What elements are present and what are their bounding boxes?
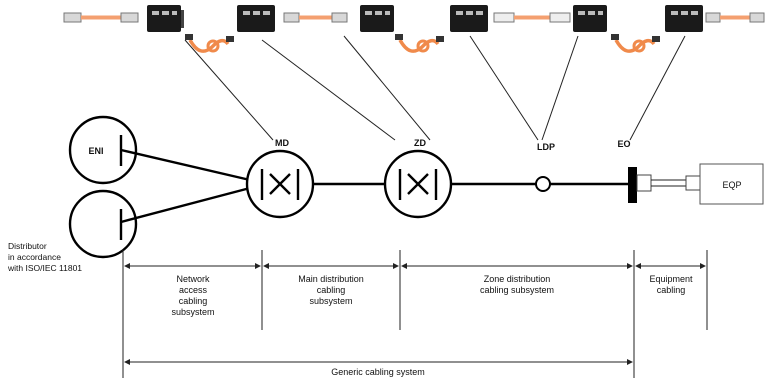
label-line: Zone distribution: [484, 274, 551, 284]
cable-assembly-icon: [283, 12, 348, 23]
label-line: Main distribution: [298, 274, 364, 284]
label-line: cabling: [179, 296, 208, 306]
label-line: Equipment: [649, 274, 693, 284]
eni-md-link: [120, 148, 251, 182]
patch-cord-icon: [185, 34, 234, 53]
main-distribution-label: Main distribution cabling subsystem: [298, 274, 364, 306]
label-line: Network: [176, 274, 210, 284]
label-line: subsystem: [309, 296, 352, 306]
cable-assembly-icon: [705, 12, 765, 23]
network-access-label: Network access cabling subsystem: [171, 274, 214, 317]
patch-panel-icon: [237, 5, 275, 32]
zd-node: ZD: [383, 138, 453, 219]
patch-panel-icon: [665, 5, 703, 32]
equipment-cord: [636, 174, 701, 192]
label-line: subsystem: [171, 307, 214, 317]
note-line: with ISO/IEC 11801: [7, 263, 82, 273]
eni-md-link: [120, 186, 251, 224]
eo-label: EO: [617, 139, 630, 149]
distributor-circle: [68, 189, 138, 259]
equipment-cabling-label: Equipment cabling: [649, 274, 693, 295]
note-line: Distributor: [8, 241, 47, 251]
subsystem-arrows: [124, 263, 706, 365]
eni-label: ENI: [88, 146, 103, 156]
eqp-label: EQP: [722, 180, 741, 190]
hardware-strip: [63, 5, 765, 53]
label-line: cabling subsystem: [480, 285, 554, 295]
patch-panel-icon: [147, 5, 184, 32]
patch-panel-icon: [450, 5, 488, 32]
patch-panel-icon: [573, 5, 607, 32]
label-line: access: [179, 285, 208, 295]
eqp-box: EQP: [699, 163, 764, 205]
label-line: cabling: [317, 285, 346, 295]
patch-panel-icon: [360, 5, 394, 32]
md-node: MD: [245, 138, 315, 219]
eo-node: EO: [617, 139, 637, 203]
patch-cord-icon: [395, 34, 444, 53]
cable-assembly-icon: [63, 12, 139, 23]
ldp-label: LDP: [537, 142, 555, 152]
md-label: MD: [275, 138, 289, 148]
zd-label: ZD: [414, 138, 426, 148]
label-line: cabling: [657, 285, 686, 295]
patch-cord-icon: [611, 34, 660, 53]
boundary-ticks: [122, 250, 708, 378]
note-line: in accordance: [8, 252, 61, 262]
leader-lines: [184, 35, 686, 141]
zone-distribution-label: Zone distribution cabling subsystem: [480, 274, 554, 295]
distributor-note: Distributor in accordance with ISO/IEC 1…: [7, 241, 82, 273]
generic-cabling-label: Generic cabling system: [331, 367, 425, 377]
cable-assembly-icon: [493, 12, 571, 23]
